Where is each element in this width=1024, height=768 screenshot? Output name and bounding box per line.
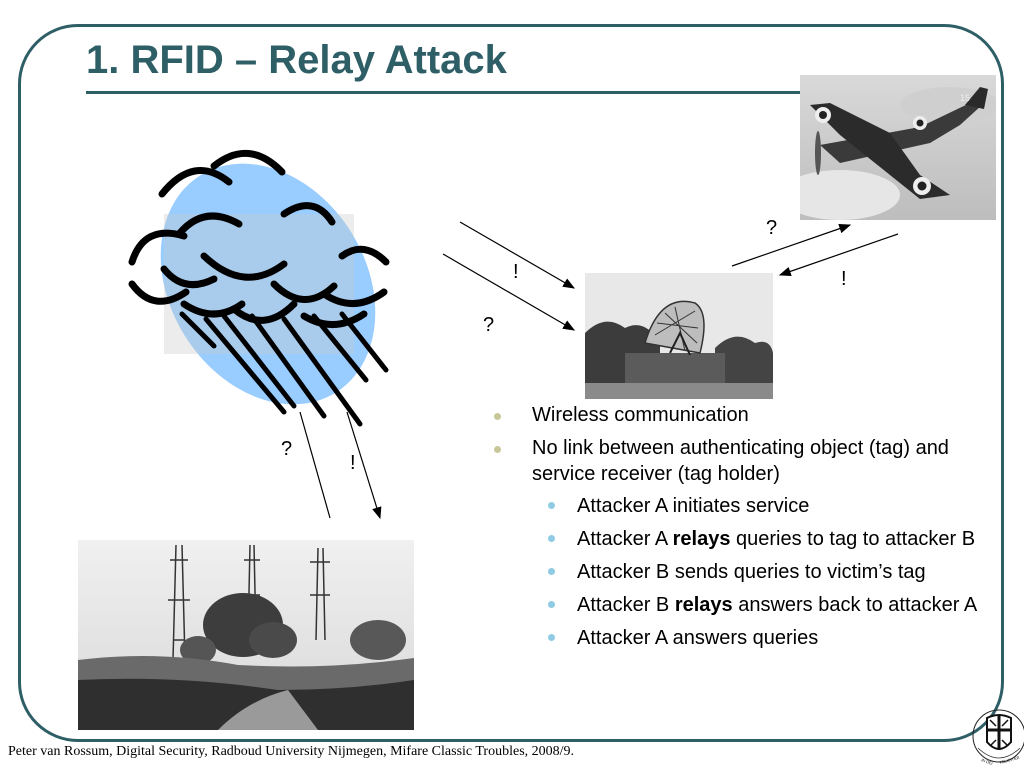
sub-bullet-text-bold: relays bbox=[672, 528, 731, 550]
radar-dish-photo bbox=[585, 273, 773, 399]
query-mark-cloud-top: ? bbox=[483, 314, 495, 336]
query-mark-cloud-bottom: ? bbox=[281, 438, 293, 460]
university-seal-logo: IN DEI FELICITER bbox=[972, 709, 1024, 766]
storm-cloud-icon bbox=[128, 150, 390, 427]
sub-bullet-dot-icon bbox=[548, 535, 555, 542]
sub-bullet-text-pre: Attacker B bbox=[577, 594, 675, 616]
slide-title: 1. RFID – Relay Attack bbox=[86, 38, 507, 82]
sub-bullet-dot-icon bbox=[548, 568, 555, 575]
airplane-photo: 15 bbox=[800, 75, 996, 220]
sub-bullet-item: Attacker A initiates service bbox=[532, 493, 994, 519]
answer-mark-cloud-top: ! bbox=[513, 261, 519, 283]
bullet-item: Wireless communication bbox=[494, 402, 994, 428]
sub-bullet-text: Attacker B sends queries to victim’s tag bbox=[577, 561, 926, 583]
sub-bullet-item: Attacker A relays queries to tag to atta… bbox=[532, 526, 994, 552]
sub-bullet-dot-icon bbox=[548, 502, 555, 509]
sub-bullet-dot-icon bbox=[548, 634, 555, 641]
sub-bullet-text: Attacker A answers queries bbox=[577, 627, 819, 649]
radio-towers-photo bbox=[78, 540, 414, 730]
query-mark-airplane: ? bbox=[766, 217, 778, 239]
sub-bullet-list: Attacker A initiates service Attacker A … bbox=[532, 493, 994, 651]
svg-text:IN DEI: IN DEI bbox=[981, 757, 994, 766]
sub-bullet-text-post: queries to tag to attacker B bbox=[730, 528, 976, 550]
sub-bullet-text: Attacker A initiates service bbox=[577, 495, 810, 517]
bullet-item: No link between authenticating object (t… bbox=[494, 435, 994, 651]
svg-text:FELICITER: FELICITER bbox=[999, 755, 1020, 765]
sub-bullet-item: Attacker A answers queries bbox=[532, 625, 994, 651]
sub-bullet-item: Attacker B sends queries to victim’s tag bbox=[532, 559, 994, 585]
title-underline bbox=[86, 91, 800, 94]
svg-text:15: 15 bbox=[960, 93, 970, 103]
bullet-text: No link between authenticating object (t… bbox=[532, 437, 949, 485]
answer-mark-airplane: ! bbox=[841, 268, 847, 290]
bullet-text: Wireless communication bbox=[532, 404, 749, 426]
sub-bullet-dot-icon bbox=[548, 601, 555, 608]
sub-bullet-text-post: answers back to attacker A bbox=[732, 594, 978, 616]
slide-footer: Peter van Rossum, Digital Security, Radb… bbox=[8, 744, 575, 759]
bullet-list: Wireless communication No link between a… bbox=[494, 402, 994, 658]
slide-frame bbox=[18, 24, 1004, 742]
answer-mark-cloud-bottom: ! bbox=[350, 452, 356, 474]
sub-bullet-text-pre: Attacker A bbox=[577, 528, 673, 550]
sub-bullet-item: Attacker B relays answers back to attack… bbox=[532, 592, 994, 618]
bullet-dot-icon bbox=[494, 413, 501, 420]
sub-bullet-text-bold: relays bbox=[674, 594, 733, 616]
bullet-dot-icon bbox=[494, 446, 501, 453]
